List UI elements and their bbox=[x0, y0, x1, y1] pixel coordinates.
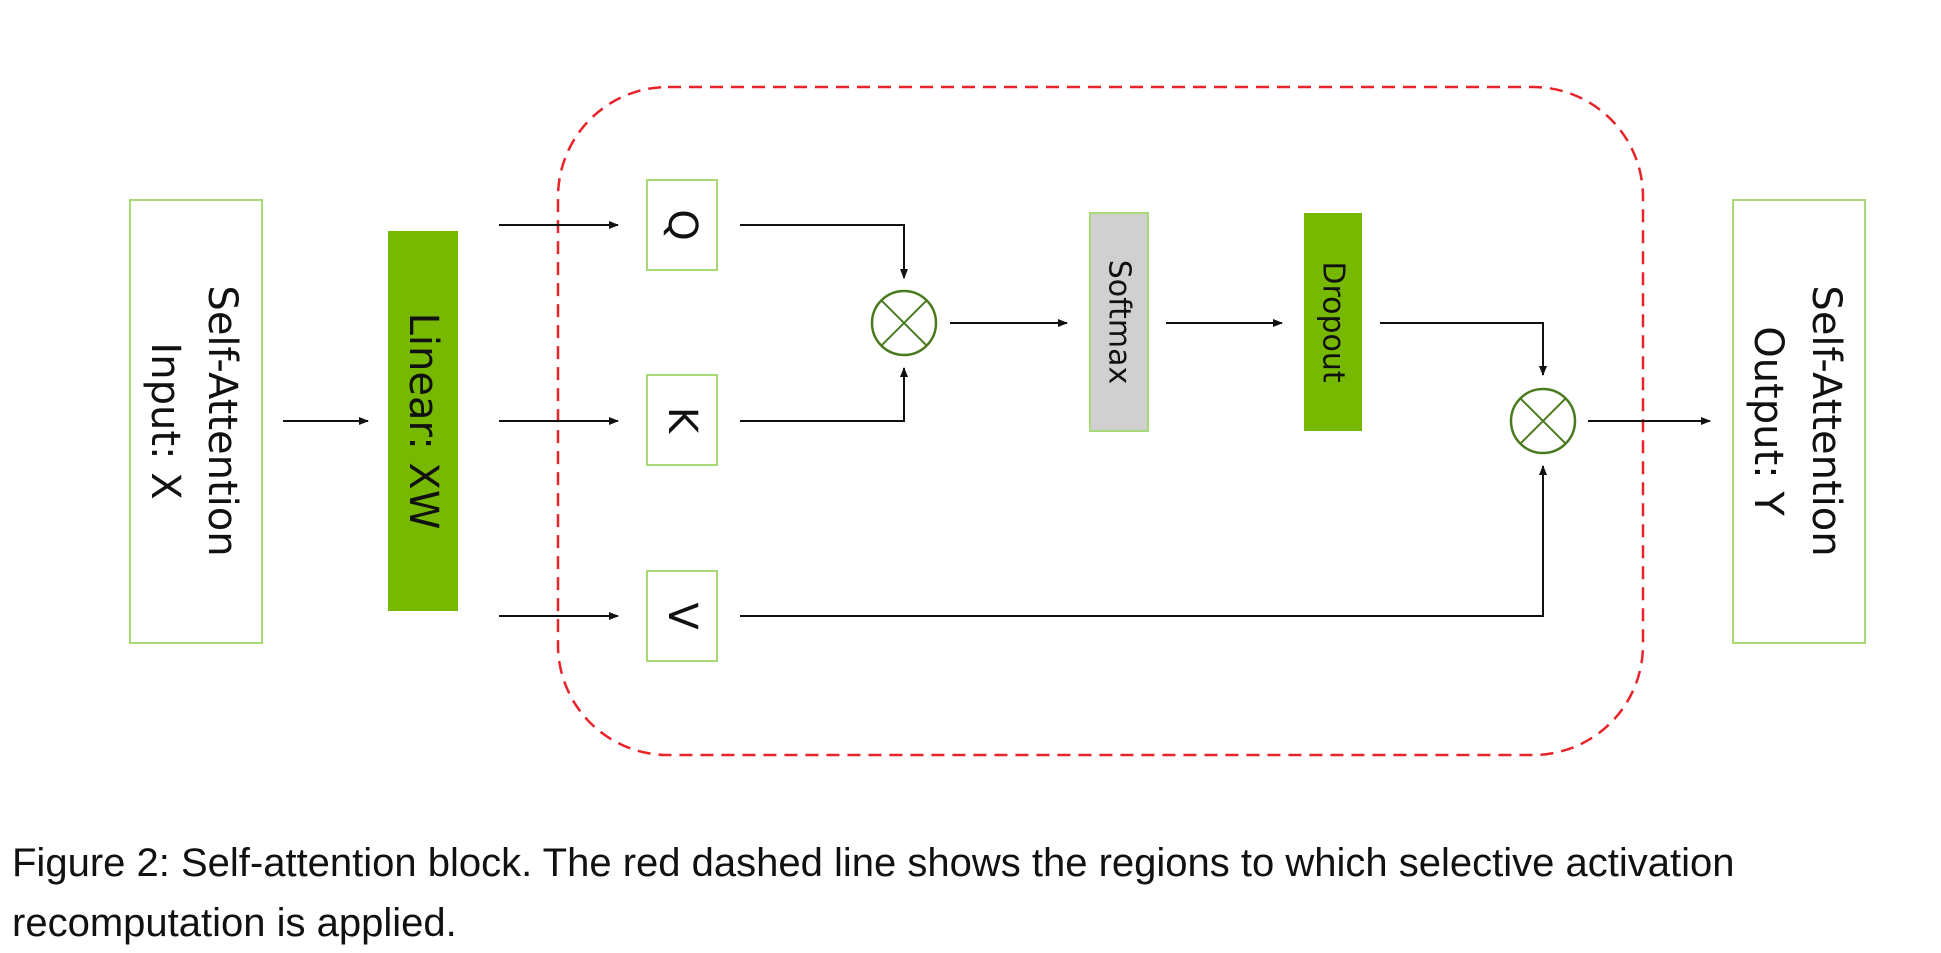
output-node: Self-Attention Output: Y bbox=[1732, 199, 1866, 644]
v-node: V bbox=[646, 570, 718, 662]
arrow-q-to-multiply bbox=[740, 224, 908, 279]
input-label-line2: Input: X bbox=[142, 342, 188, 499]
multiply-v-icon bbox=[1509, 387, 1577, 455]
arrow-k-to-multiply bbox=[740, 367, 908, 422]
input-label-line1: Self-Attention bbox=[199, 285, 245, 556]
output-label-line2: Output: Y bbox=[1745, 326, 1791, 516]
q-node: Q bbox=[646, 179, 718, 271]
k-box bbox=[646, 374, 718, 466]
q-box bbox=[646, 179, 718, 271]
k-label: K bbox=[659, 407, 705, 435]
input-box bbox=[129, 199, 263, 644]
self-attention-diagram: Self-Attention Input: X Linear: XW Q K V… bbox=[129, 85, 1866, 757]
softmax-label: Softmax bbox=[1102, 260, 1137, 385]
v-box bbox=[646, 570, 718, 662]
input-node: Self-Attention Input: X bbox=[129, 199, 263, 644]
arrows bbox=[283, 221, 1711, 620]
output-box bbox=[1732, 199, 1866, 644]
linear-box bbox=[388, 231, 458, 611]
linear-label: Linear: XW bbox=[400, 313, 446, 530]
q-label: Q bbox=[659, 209, 705, 240]
dropout-node: Dropout bbox=[1304, 213, 1362, 431]
softmax-node: Softmax bbox=[1089, 212, 1149, 432]
output-label-line1: Self-Attention bbox=[1803, 285, 1849, 556]
multiply-qk-icon bbox=[870, 289, 938, 357]
k-node: K bbox=[646, 374, 718, 466]
figure-caption: Figure 2: Self-attention block. The red … bbox=[12, 841, 1735, 945]
arrow-dropout-to-multiply bbox=[1380, 322, 1547, 376]
softmax-box bbox=[1089, 212, 1149, 432]
arrow-v-to-multiply bbox=[740, 465, 1547, 617]
dropout-box bbox=[1304, 213, 1362, 431]
linear-node: Linear: XW bbox=[388, 231, 458, 611]
v-label: V bbox=[659, 602, 705, 630]
dropout-label: Dropout bbox=[1316, 261, 1351, 383]
